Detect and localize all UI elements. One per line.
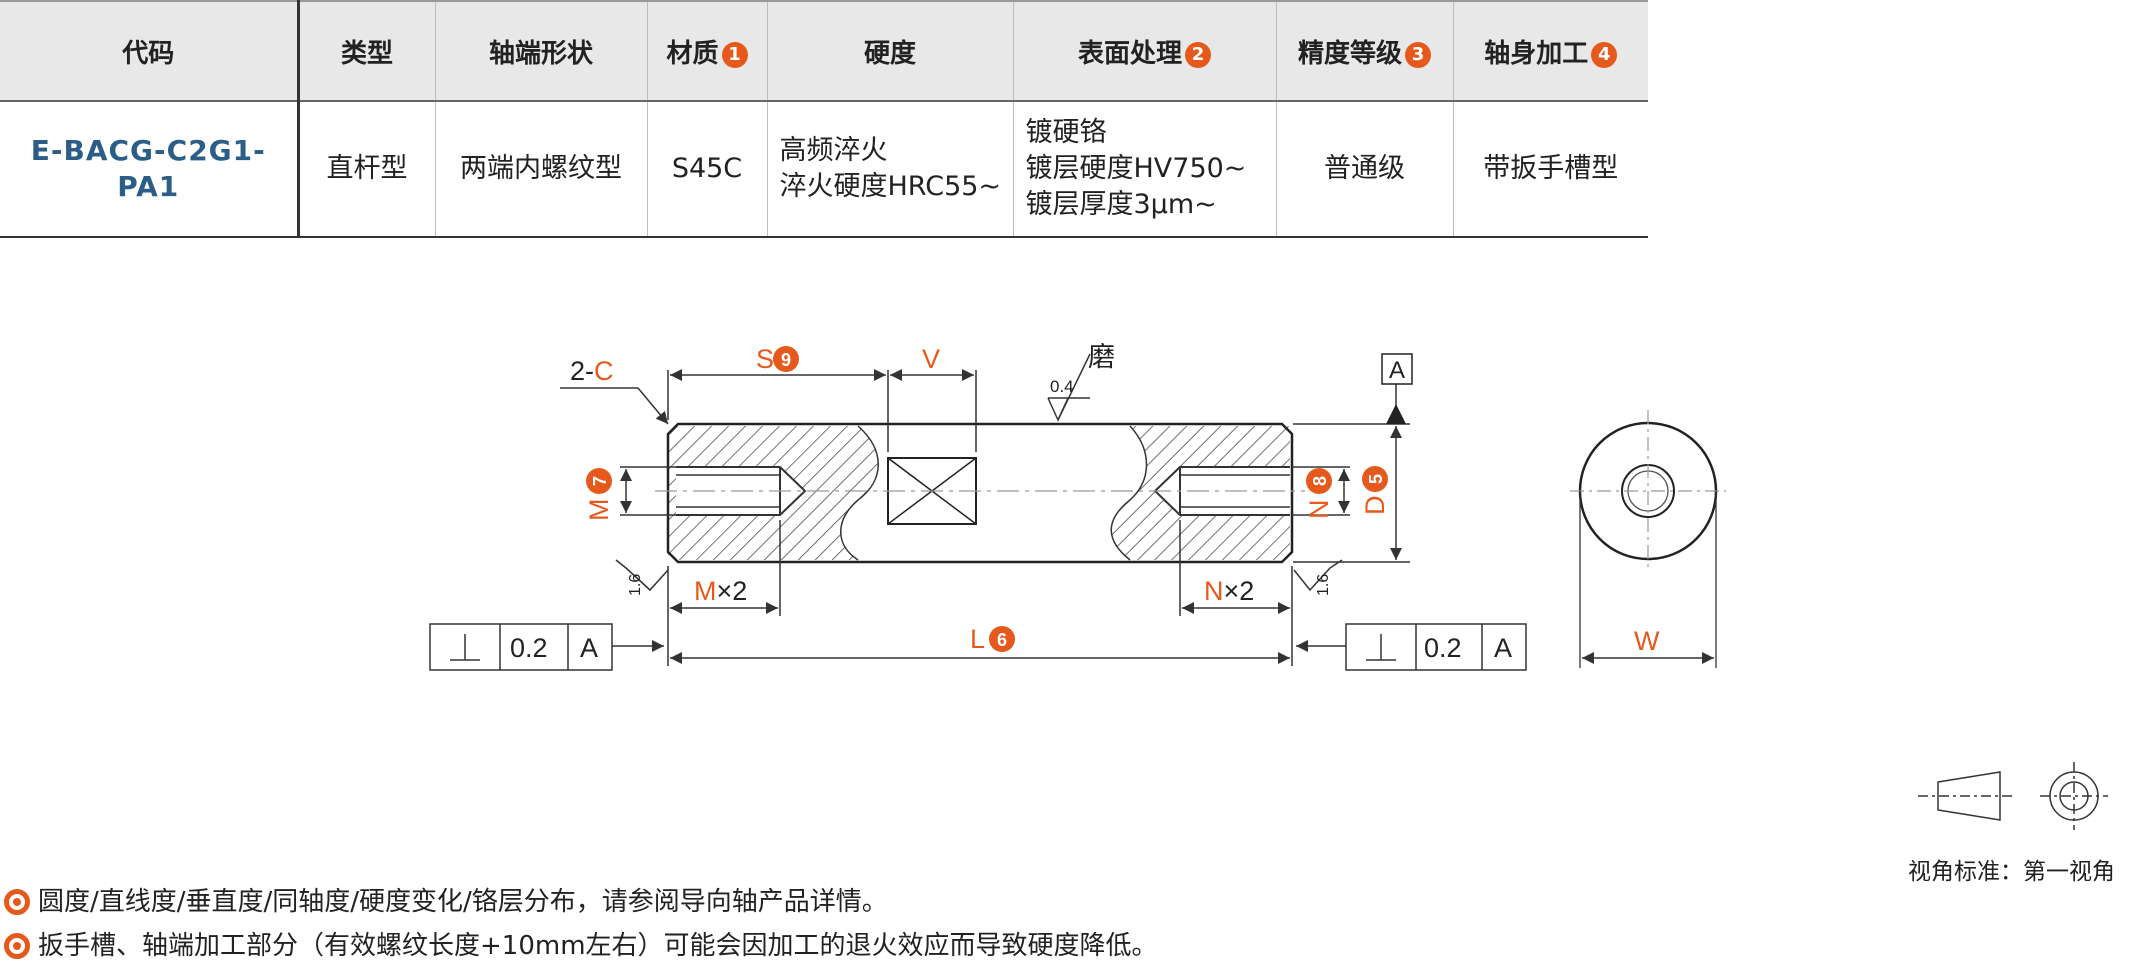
cell-type: 直杆型: [298, 101, 436, 238]
header-badge: 2: [1185, 41, 1211, 68]
cell-precision: 普通级: [1276, 101, 1454, 238]
surface-line: 镀层厚度3μm~: [1025, 189, 1217, 220]
hardness-line: 高频淬火: [779, 135, 888, 166]
note-item: 圆度/直线度/垂直度/同轴度/硬度变化/铬层分布，请参阅导向轴产品详情。: [0, 880, 1158, 924]
datum-label: A: [1389, 357, 1405, 384]
header-badge: 4: [1591, 41, 1618, 68]
s-badge: 9: [781, 350, 791, 370]
cell-shaft-processing: 带扳手槽型: [1453, 101, 1648, 238]
datum-box: [1381, 353, 1413, 385]
l-badge: 6: [997, 630, 1007, 650]
header-type: 类型: [298, 0, 436, 102]
note-text: 扳手槽、轴端加工部分（有效螺纹长度+10mm左右）可能会因加工的退火效应而导致硬…: [38, 931, 1158, 961]
n-label: N: [1304, 500, 1334, 520]
cell-surface: 镀硬铬 镀层硬度HV750~ 镀层厚度3μm~: [1013, 101, 1277, 238]
dimension-lines: [560, 353, 1410, 666]
header-shaft-end: 轴端形状: [435, 0, 648, 102]
technical-drawing: 2-C S 9 V 磨 0.4 A M 7 N 8 D 5 M×2 N×2 1.…: [429, 342, 2108, 830]
cell-material: S45C: [647, 101, 768, 238]
shaft-end-view: [1570, 410, 1726, 668]
datum-triangle: [1386, 404, 1406, 424]
w-label: W: [1634, 626, 1660, 656]
header-code: 代码: [0, 0, 300, 102]
roughness-left-label: 1.6: [627, 574, 644, 596]
notes: 圆度/直线度/垂直度/同轴度/硬度变化/铬层分布，请参阅导向轴产品详情。 扳手槽…: [0, 880, 1158, 968]
tolerance-value-left: 0.2: [510, 633, 548, 663]
surface-line: 镀硬铬: [1025, 117, 1107, 148]
grind-label: 磨: [1088, 342, 1115, 372]
surface-line: 镀层硬度HV750~: [1025, 153, 1247, 184]
header-badge: 3: [1405, 41, 1431, 68]
m-label: M: [584, 499, 614, 522]
note-text: 圆度/直线度/垂直度/同轴度/硬度变化/铬层分布，请参阅导向轴产品详情。: [38, 887, 888, 917]
tolerance-value-right: 0.2: [1424, 633, 1462, 663]
note-item: 扳手槽、轴端加工部分（有效螺纹长度+10mm左右）可能会因加工的退火效应而导致硬…: [0, 924, 1158, 968]
m-times-2-label: M×2: [694, 576, 747, 606]
s-label: S: [756, 344, 774, 374]
projection-standard-label: 视角标准：第一视角: [1908, 859, 2115, 885]
shaft-side-view: [655, 422, 1305, 564]
d-label: D: [1360, 496, 1390, 516]
table-row: E-BACG-C2G1-PA1 直杆型 两端内螺纹型 S45C 高频淬火 淬火硬…: [0, 101, 1648, 238]
grind-roughness: 0.4: [1050, 377, 1074, 396]
chamfer-label: 2-C: [570, 356, 614, 386]
tolerance-datum-left: A: [580, 633, 598, 663]
l-label: L: [970, 624, 985, 654]
hardness-line: 淬火硬度HRC55~: [779, 171, 1002, 202]
tolerance-datum-right: A: [1494, 633, 1512, 663]
roughness-right-label: 1.6: [1315, 574, 1332, 596]
cell-shaft-end: 两端内螺纹型: [435, 101, 648, 238]
cell-hardness: 高频淬火 淬火硬度HRC55~: [767, 101, 1014, 238]
n-times-2-label: N×2: [1204, 576, 1254, 606]
v-label: V: [922, 344, 940, 374]
header-hardness: 硬度: [767, 0, 1014, 102]
first-angle-projection-icon: [1918, 762, 2108, 830]
d-badge: 5: [1366, 474, 1386, 484]
tolerance-frame-left: [429, 623, 613, 671]
header-badge: 1: [721, 41, 748, 68]
cell-code[interactable]: E-BACG-C2G1-PA1: [0, 101, 300, 238]
n-badge: 8: [1310, 476, 1330, 486]
tolerance-frame-right: [1345, 623, 1527, 671]
bullet-icon: [4, 889, 30, 915]
m-badge: 7: [590, 476, 610, 486]
bullet-icon: [4, 933, 30, 959]
